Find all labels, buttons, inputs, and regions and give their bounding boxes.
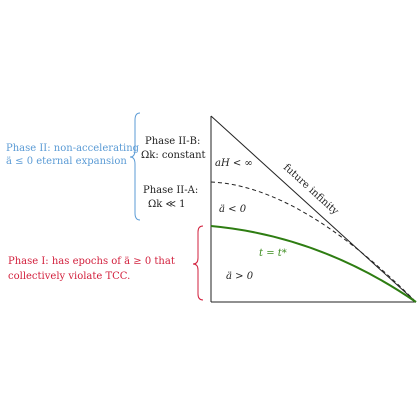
future-infinity-line — [210, 115, 417, 303]
t-star-curve — [210, 225, 417, 303]
a-negative-annotation: ä < 0 — [219, 204, 247, 215]
phase2-label-line1: Phase II: non-accelerating — [6, 143, 140, 154]
phase2a-subtitle: Ωk ≪ 1 — [148, 199, 186, 210]
phase2b-title: Phase II-B: — [145, 136, 200, 147]
future-infinity-label: future infinity — [281, 162, 341, 217]
phase1-brace — [192, 225, 204, 301]
aH-annotation: aH < ∞ — [215, 158, 253, 169]
phase2b-subtitle: Ωk: constant — [141, 150, 206, 161]
phase2-brace — [129, 112, 141, 221]
phase2-label-line2: ä ≤ 0 eternal expansion — [6, 156, 127, 167]
a-positive-annotation: ä > 0 — [226, 271, 254, 282]
phase1-label-line2: collectively violate TCC. — [8, 271, 130, 282]
phase1-label-line1: Phase I: has epochs of ä ≥ 0 that — [8, 256, 175, 267]
dashed-boundary-curve — [210, 181, 417, 303]
t-star-label: t = t* — [259, 248, 287, 259]
phase2a-title: Phase II-A: — [143, 185, 198, 196]
